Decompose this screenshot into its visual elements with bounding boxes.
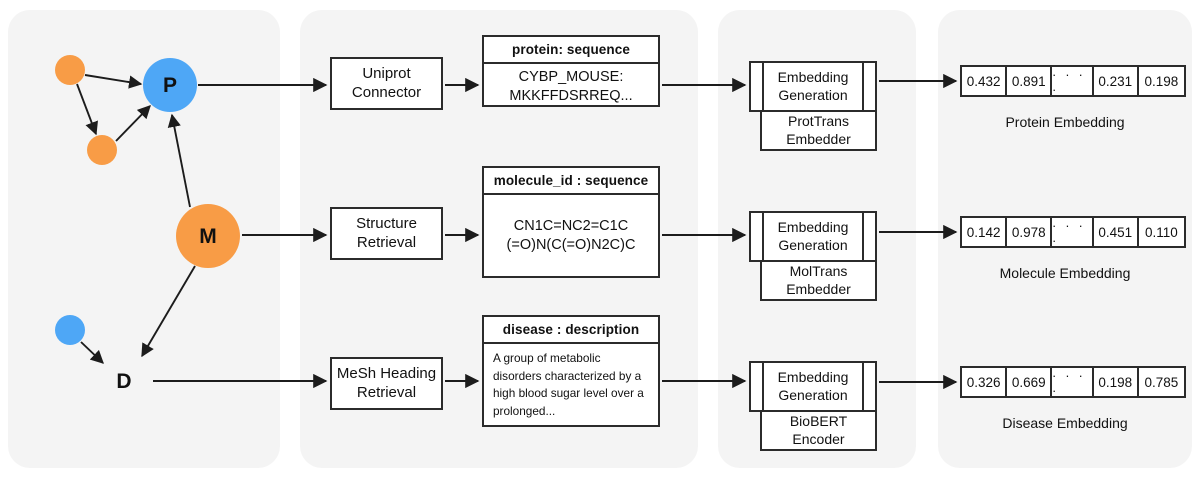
vector-cell: 0.326 xyxy=(962,368,1008,396)
subroutine-bar-right xyxy=(862,361,864,412)
vector-cell-ellipsis: . . . . xyxy=(1052,64,1094,95)
data-card-protein-header: protein: sequence xyxy=(484,37,658,64)
embedding-generation-protein-label: Embedding Generation xyxy=(777,69,849,103)
embedding-generation-protein[interactable]: Embedding Generation xyxy=(749,61,877,112)
data-card-molecule-body: CN1C=NC2=C1C (=O)N(C(=O)N2C)C xyxy=(506,217,636,253)
vector-cell-ellipsis: . . . . xyxy=(1052,215,1094,246)
embedding-generation-molecule-label: Embedding Generation xyxy=(777,219,849,253)
vector-cell: 0.891 xyxy=(1007,67,1053,95)
embedding-caption-disease: Disease Embedding xyxy=(1002,415,1128,431)
connector-label-disease: MeSh Heading Retrieval xyxy=(336,365,437,401)
connector-label-protein: Uniprot Connector xyxy=(351,65,422,101)
embedding-generation-disease-label: Embedding Generation xyxy=(777,369,849,403)
embedding-generation-molecule[interactable]: Embedding Generation xyxy=(749,211,877,262)
vector-cell-ellipsis: . . . . xyxy=(1052,365,1094,396)
graph-node-molecule[interactable]: M xyxy=(176,204,240,268)
graph-node-molecule-label: M xyxy=(199,224,217,248)
edge-m-to-p xyxy=(167,113,191,208)
graph-node-orange-1[interactable] xyxy=(55,55,85,85)
vector-cell: 0.669 xyxy=(1007,368,1053,396)
edge-b1-to-d xyxy=(80,341,104,364)
data-card-disease-header: disease : description xyxy=(484,317,658,344)
graph-node-orange-2[interactable] xyxy=(87,135,117,165)
edge-o1-to-o2 xyxy=(76,83,98,136)
data-card-protein-body: CYBP_MOUSE: MKKFFDSRREQ... xyxy=(509,69,633,104)
embedding-vector-molecule[interactable]: 0.142 0.978 . . . . 0.451 0.110 xyxy=(960,215,1186,248)
subroutine-bar-right xyxy=(862,211,864,262)
vector-cell: 0.978 xyxy=(1007,218,1053,246)
graph-node-protein[interactable]: P xyxy=(143,58,197,112)
vector-cell: 0.785 xyxy=(1144,374,1179,390)
graph-node-disease-label: D xyxy=(116,369,132,393)
embedding-caption-molecule: Molecule Embedding xyxy=(999,265,1131,281)
vector-cell: 0.198 xyxy=(1094,368,1139,396)
data-card-disease[interactable]: disease : description A group of metabol… xyxy=(482,315,660,427)
connector-box-molecule[interactable]: Structure Retrieval xyxy=(330,207,443,260)
subroutine-bar-right xyxy=(862,61,864,112)
data-card-molecule-header: molecule_id : sequence xyxy=(484,168,658,195)
vector-cell: 0.451 xyxy=(1094,218,1139,246)
embedding-caption-protein: Protein Embedding xyxy=(1005,114,1125,130)
graph-node-blue-1[interactable] xyxy=(55,315,85,345)
vector-cell: 0.142 xyxy=(962,218,1008,246)
connector-label-molecule: Structure Retrieval xyxy=(356,215,417,251)
edge-o1-to-p xyxy=(84,74,143,89)
data-card-protein[interactable]: protein: sequence CYBP_MOUSE: MKKFFDSRRE… xyxy=(482,35,660,107)
connector-box-protein[interactable]: Uniprot Connector xyxy=(330,57,443,110)
connector-box-disease[interactable]: MeSh Heading Retrieval xyxy=(330,357,443,410)
graph-edges xyxy=(76,74,196,364)
vector-cell: 0.432 xyxy=(962,67,1008,95)
data-card-molecule[interactable]: molecule_id : sequence CN1C=NC2=C1C (=O)… xyxy=(482,166,660,278)
graph-node-protein-label: P xyxy=(162,73,177,97)
edge-m-to-d xyxy=(141,265,196,358)
vector-cell: 0.231 xyxy=(1094,67,1139,95)
data-card-disease-body: A group of metabolic disorders character… xyxy=(493,351,644,419)
embedding-vector-disease[interactable]: 0.326 0.669 . . . . 0.198 0.785 xyxy=(960,365,1186,398)
subroutine-bar-left xyxy=(762,211,764,262)
embedder-model-disease[interactable]: BioBERT Encoder xyxy=(760,412,877,451)
subroutine-bar-left xyxy=(762,361,764,412)
embedder-model-molecule[interactable]: MolTrans Embedder xyxy=(760,262,877,301)
vector-cell: 0.110 xyxy=(1145,224,1178,240)
graph-node-disease[interactable]: D xyxy=(96,353,152,409)
embedder-model-protein[interactable]: ProtTrans Embedder xyxy=(760,112,877,151)
vector-cell: 0.198 xyxy=(1144,73,1179,89)
subroutine-bar-left xyxy=(762,61,764,112)
edge-o2-to-p xyxy=(115,105,151,142)
embedding-vector-protein[interactable]: 0.432 0.891 . . . . 0.231 0.198 xyxy=(960,64,1186,97)
embedding-generation-disease[interactable]: Embedding Generation xyxy=(749,361,877,412)
